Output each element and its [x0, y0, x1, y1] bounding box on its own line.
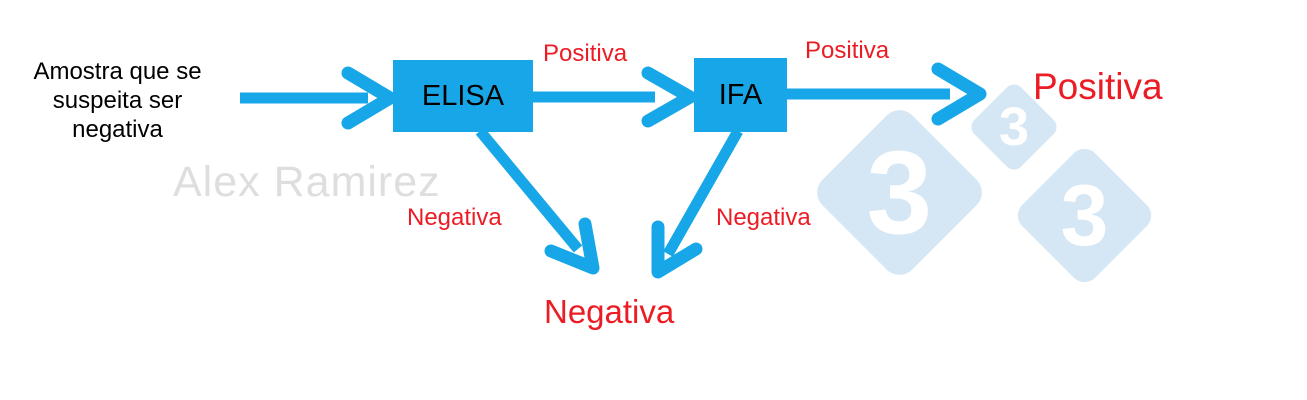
elisa-node: ELISA	[393, 60, 533, 132]
arrow-elisa-to-ifa	[533, 66, 697, 128]
arrow-ifa-to-positive	[787, 62, 987, 126]
elisa-positive-branch-label: Positiva	[543, 40, 628, 67]
arrow-elisa-to-negative	[475, 127, 600, 275]
arrow-ifa-to-negative	[651, 128, 743, 279]
elisa-node-label: ELISA	[421, 79, 505, 112]
ifa-negative-branch-label: Negativa	[716, 204, 811, 231]
outcome-positive-label: Positiva	[1033, 66, 1163, 107]
ifa-positive-branch-label: Positiva	[805, 37, 890, 64]
ifa-node: IFA	[694, 58, 787, 132]
outcome-negative-label: Negativa	[544, 293, 675, 330]
arrow-sample-to-elisa	[240, 66, 397, 130]
elisa-negative-branch-label: Negativa	[407, 204, 502, 231]
source-sample-label: Amostra que se suspeita ser negativa	[33, 58, 202, 143]
ifa-node-label: IFA	[718, 78, 763, 111]
watermark-author: Alex Ramirez	[173, 158, 441, 206]
